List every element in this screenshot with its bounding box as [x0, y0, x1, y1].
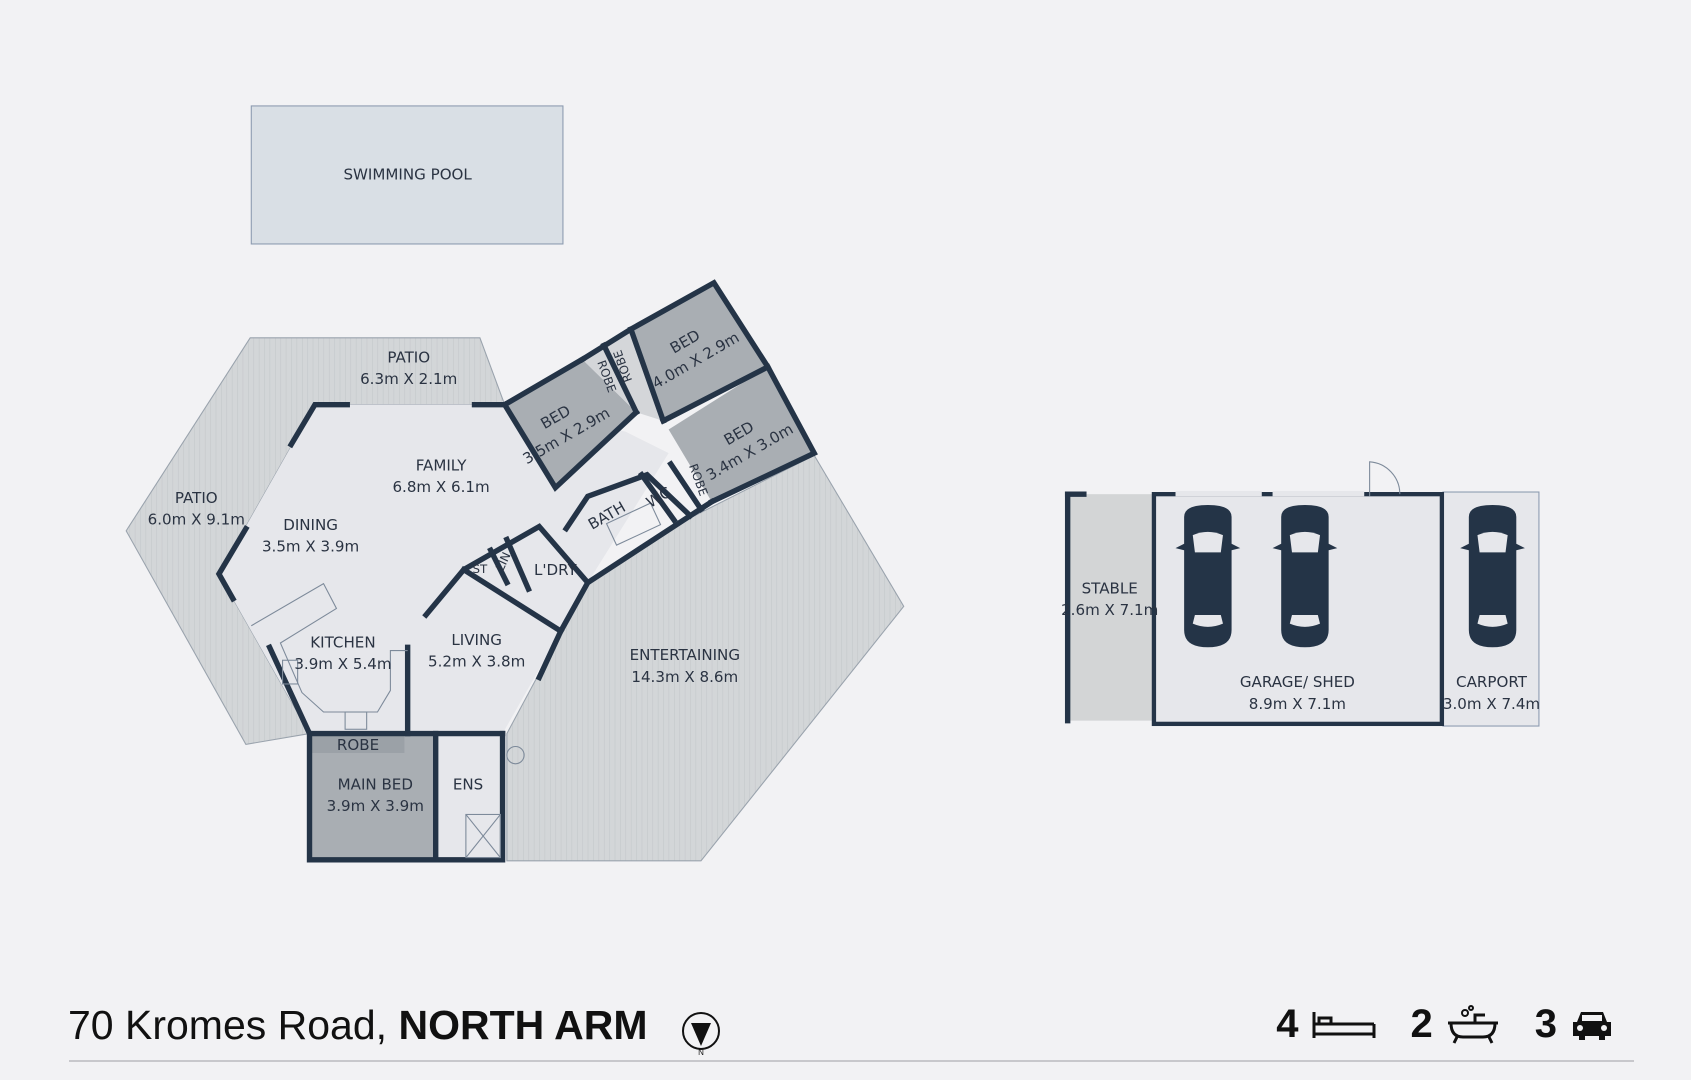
- room-label: FAMILY: [416, 456, 467, 474]
- room-label: KITCHEN: [310, 633, 375, 651]
- room-label: STABLE: [1082, 579, 1138, 597]
- bath-count: 2: [1410, 1002, 1433, 1046]
- room-label: PATIO: [387, 349, 430, 367]
- bath-icon: [1447, 1004, 1498, 1044]
- outbuildings: [1064, 461, 1540, 727]
- shower-icon: [465, 813, 501, 859]
- room-label: MAIN BED: [338, 776, 413, 794]
- car-icon: [1573, 1011, 1611, 1040]
- room-dims: 3.9m X 3.9m: [327, 797, 424, 815]
- main-bedroom: [309, 733, 436, 860]
- bathtub-icon: [605, 502, 662, 546]
- room-dims: 5.2m X 3.8m: [428, 653, 525, 671]
- room-dims: 6.8m X 6.1m: [392, 478, 489, 496]
- walls: [215, 279, 818, 863]
- sink-icon: [282, 659, 299, 685]
- room-dims: 6.3m X 2.1m: [360, 370, 457, 388]
- cooktop-icon: [344, 711, 368, 730]
- room-dims: 6.0m X 9.1m: [148, 510, 245, 528]
- room-dims: 3.9m X 5.4m: [294, 655, 391, 673]
- room-label: L'DRY: [534, 561, 578, 579]
- room-dims: 2.6m X 7.1m: [1061, 601, 1158, 619]
- car-icon: [1460, 504, 1525, 648]
- bed-count: 4: [1276, 1002, 1299, 1046]
- room-label: ENTERTAINING: [630, 646, 740, 664]
- room-dims: 14.3m X 8.6m: [631, 668, 738, 686]
- robe-strip: [582, 329, 664, 421]
- car-count: 3: [1534, 1002, 1557, 1046]
- main-robe: [309, 733, 405, 753]
- room-label: ROBE: [337, 736, 379, 754]
- car-icon: [1272, 504, 1338, 648]
- footer: 70 Kromes Road, NORTH ARM N 4 2 3: [0, 990, 1691, 1080]
- ensuite: [435, 733, 503, 860]
- room-label: ENS: [453, 776, 483, 794]
- room-label: GARAGE/ SHED: [1240, 673, 1355, 691]
- room-label: PATIO: [175, 489, 218, 507]
- kitchen-bench: [251, 582, 408, 713]
- street-address: 70 Kromes Road,: [68, 1002, 388, 1048]
- room-label: DINING: [283, 516, 338, 534]
- room-dims: 3.5m X 3.9m: [262, 537, 359, 555]
- room-label: LIVING: [451, 631, 502, 649]
- suburb: NORTH ARM: [398, 1002, 648, 1048]
- bed-icon: [1312, 1011, 1375, 1038]
- property-stats: 4 2 3: [1276, 1002, 1637, 1047]
- room-dims: 3.0m X 7.4m: [1443, 695, 1540, 713]
- swimming-pool: SWIMMING POOL: [250, 105, 564, 245]
- address: 70 Kromes Road, NORTH ARM: [68, 1002, 647, 1049]
- svg-text:N: N: [698, 1048, 704, 1056]
- room-label: ST: [473, 562, 489, 576]
- hot-water-icon: [506, 745, 525, 765]
- room-dims: 8.9m X 7.1m: [1249, 695, 1346, 713]
- footer-divider: [69, 1060, 1634, 1062]
- room-label: CARPORT: [1456, 673, 1528, 691]
- north-compass-icon: N: [682, 1012, 720, 1056]
- car-icon: [1175, 504, 1241, 648]
- room-label: SWIMMING POOL: [343, 165, 472, 183]
